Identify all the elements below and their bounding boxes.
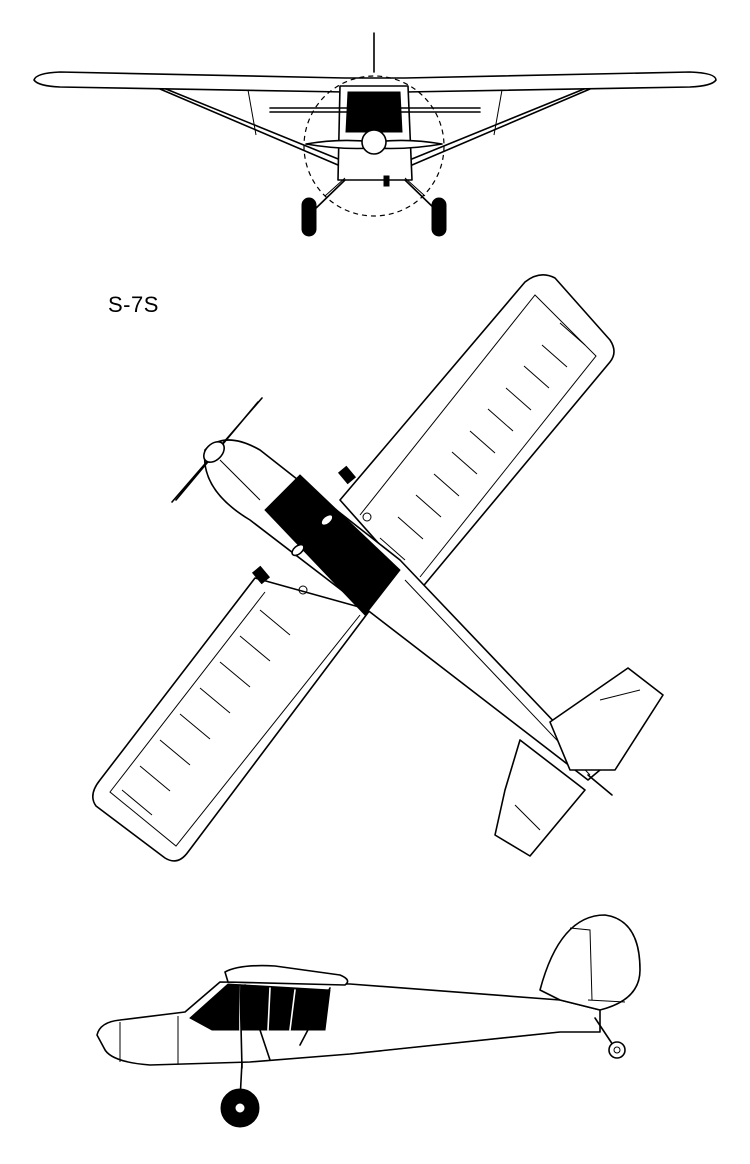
front-right-strut (401, 88, 591, 169)
front-view-drawing (0, 0, 750, 260)
front-left-gear-leg (311, 179, 346, 213)
front-left-strut (159, 88, 349, 169)
top-rudder (587, 774, 613, 796)
front-wing (33, 71, 717, 93)
side-tail-fin (539, 914, 641, 1011)
side-tail-gear (594, 1017, 616, 1049)
side-wing-strut (239, 984, 331, 1069)
top-horizontal-tail (549, 667, 664, 771)
front-left-wheel (301, 197, 317, 237)
side-fuselage (96, 981, 601, 1066)
front-spinner (361, 129, 387, 155)
front-tail (269, 107, 481, 113)
side-wing (224, 964, 349, 986)
front-propeller-disc (303, 75, 445, 217)
top-cabin (264, 474, 401, 616)
side-view-drawing (0, 880, 750, 1164)
model-label: S-7S (108, 292, 159, 317)
top-view-drawing (0, 260, 750, 880)
front-right-wheel (431, 197, 447, 237)
side-tail-wheel (608, 1041, 626, 1059)
top-upper-wing (339, 274, 615, 591)
top-spinner (203, 441, 225, 463)
top-horizontal-tail-lower (494, 739, 586, 857)
top-lower-wing (92, 577, 371, 862)
